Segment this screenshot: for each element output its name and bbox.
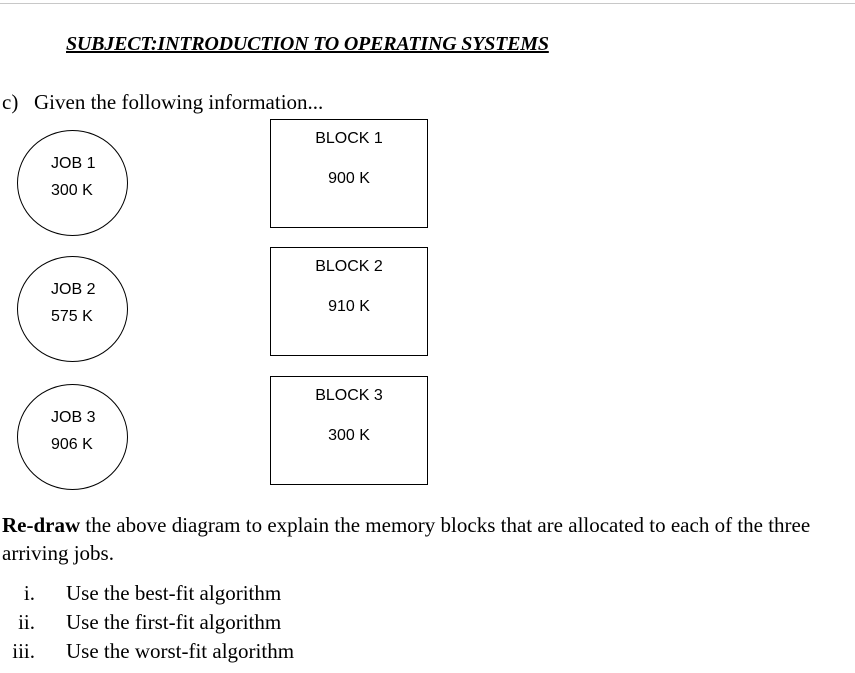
- block-name: BLOCK 3: [315, 387, 383, 404]
- subject-heading: SUBJECT:INTRODUCTION TO OPERATING SYSTEM…: [66, 33, 549, 55]
- block-size: 910 K: [328, 298, 370, 315]
- question-text: Given the following information...: [34, 90, 324, 114]
- list-text: Use the best-fit algorithm: [66, 581, 282, 605]
- job-circle-1: JOB 1 300 K: [17, 130, 128, 236]
- list-text: Use the worst-fit algorithm: [66, 639, 295, 663]
- instruction-bold: Re-draw: [2, 513, 81, 537]
- question-intro: c) Given the following information...: [2, 90, 323, 115]
- job-size: 575 K: [51, 308, 93, 325]
- question-label: c): [2, 90, 19, 114]
- block-size: 300 K: [328, 427, 370, 444]
- list-number: i.: [23, 581, 35, 605]
- block-name: BLOCK 1: [315, 130, 383, 147]
- list-number: iii.: [12, 639, 35, 663]
- job-name: JOB 3: [51, 409, 96, 426]
- memory-block-2: BLOCK 2 910 K: [270, 247, 428, 356]
- page-top-rule: [0, 3, 855, 4]
- job-name: JOB 1: [51, 155, 96, 172]
- memory-block-1: BLOCK 1 900 K: [270, 119, 428, 228]
- block-size: 900 K: [328, 170, 370, 187]
- job-name: JOB 2: [51, 281, 96, 298]
- job-circle-3: JOB 3 906 K: [17, 384, 128, 490]
- instruction-paragraph: Re-draw the above diagram to explain the…: [2, 511, 842, 567]
- job-size: 906 K: [51, 436, 93, 453]
- job-size: 300 K: [51, 182, 93, 199]
- list-number: ii.: [18, 610, 35, 634]
- block-name: BLOCK 2: [315, 258, 383, 275]
- memory-block-3: BLOCK 3 300 K: [270, 376, 428, 485]
- instruction-rest: the above diagram to explain the memory …: [2, 513, 811, 565]
- list-text: Use the first-fit algorithm: [66, 610, 282, 634]
- job-circle-2: JOB 2 575 K: [17, 256, 128, 362]
